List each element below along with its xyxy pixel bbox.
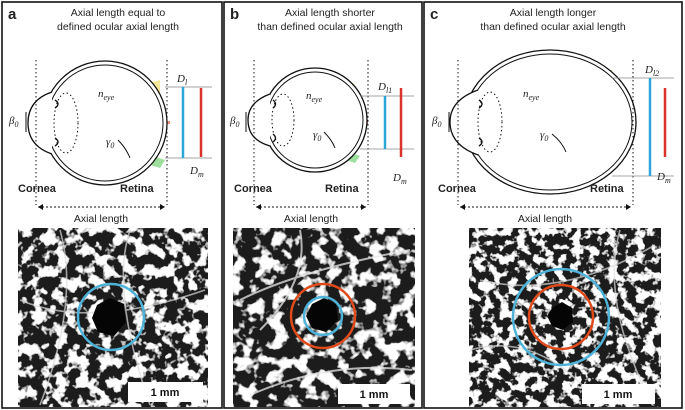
panel-a-lens xyxy=(53,92,79,154)
panel-a-cornea-bulge xyxy=(27,91,53,155)
panel-b-title-line1: Axial length shorter xyxy=(285,7,375,19)
panel-b-iris xyxy=(272,99,277,143)
panel-b-d-bottom: Dm xyxy=(392,172,407,186)
panel-c-gamma: γ0 xyxy=(540,129,548,143)
panel-c-gamma-arc xyxy=(551,133,567,153)
panel-a-gamma: γ0 xyxy=(106,136,114,150)
panel-b-cornea-bulge xyxy=(247,93,271,147)
panel-c-red-circle xyxy=(527,283,595,351)
panel-c-retina-label: Retina xyxy=(590,183,625,195)
panel-c-blue-circle xyxy=(511,267,611,367)
panel-b-n-eye: neye xyxy=(306,90,323,104)
panel-b-beta: β0 xyxy=(229,115,239,129)
panel-a-gamma-arc xyxy=(117,139,131,159)
panel-c-d-top: Dl2 xyxy=(644,64,659,78)
panel-b-gamma-arc xyxy=(323,131,336,149)
panel-a-eye-outer xyxy=(42,60,168,186)
panel-b-octa-image: 1 mm xyxy=(233,228,415,407)
panel-b-gamma: γ0 xyxy=(313,129,321,143)
panel-a-axial-label: Axial length xyxy=(74,213,128,225)
panel-b-scale-box xyxy=(338,384,410,404)
panel-a-scale-box xyxy=(128,382,203,402)
panel-b-retina-label: Retina xyxy=(325,183,360,195)
panel-a-retina-label: Retina xyxy=(120,183,155,195)
panel-b-lens xyxy=(271,93,295,147)
panel-a-cornea-label: Cornea xyxy=(18,183,57,195)
panel-a-d-top: Dl xyxy=(176,73,188,87)
panel-b-red-circle xyxy=(289,282,357,350)
panel-a-iris xyxy=(54,99,59,147)
panel-c-title-line1: Axial length longer xyxy=(510,7,597,19)
panel-c-iris xyxy=(478,99,483,147)
panel-a-n-eye: neye xyxy=(98,88,115,102)
panel-a-blue-circle xyxy=(76,282,146,352)
panel-c-n-eye: neye xyxy=(523,88,540,102)
panel-b-cornea-label: Cornea xyxy=(234,183,273,195)
panel-a-scale-bar: 1 mm xyxy=(151,387,180,399)
panel-c-frame xyxy=(423,1,683,409)
panel-c-title-line2: than defined ocular axial length xyxy=(480,21,626,33)
panel-b-frame xyxy=(223,1,423,409)
panel-b-eye-outer xyxy=(262,67,368,173)
panel-b-axial-label: Axial length xyxy=(284,213,338,225)
panel-a-title-line2: defined ocular axial length xyxy=(57,21,179,33)
panel-c-beta: β0 xyxy=(431,115,441,129)
panel-a: a Axial length equal to defined ocular a… xyxy=(1,1,223,409)
panel-a-title-line1: Axial length equal to xyxy=(71,7,166,19)
panel-c-scale-box xyxy=(582,384,655,404)
panel-a-frame xyxy=(1,1,223,409)
panel-a-octa-image: 1 mm xyxy=(18,228,208,407)
panel-b-blue-circle xyxy=(302,295,344,337)
panel-c-cornea-label: Cornea xyxy=(438,183,477,195)
panel-b-title-line2: than defined ocular axial length xyxy=(257,21,403,33)
panel-c-scale-bar: 1 mm xyxy=(604,389,633,401)
panel-b-letter: b xyxy=(230,6,239,23)
panel-b: b Axial length shorter than defined ocul… xyxy=(223,1,423,409)
panel-a-beta: β0 xyxy=(8,115,18,129)
panel-b-scale-bar: 1 mm xyxy=(360,389,389,401)
panel-c-axial-label: Axial length xyxy=(518,213,572,225)
panel-a-d-bottom: Dm xyxy=(189,165,204,179)
panel-c-octa-image: 1 mm xyxy=(469,228,661,407)
panel-c-lens xyxy=(477,91,503,153)
panel-a-letter: a xyxy=(8,6,17,23)
panel-c-eye-outer xyxy=(463,49,637,195)
panel-c: c Axial length longer than defined ocula… xyxy=(423,1,683,409)
panel-b-d-top: Dl1 xyxy=(377,81,392,95)
panel-a-axial-arrowheads xyxy=(38,204,165,210)
panel-c-d-bottom: Dm xyxy=(656,171,671,185)
panel-c-cornea-bulge xyxy=(449,89,479,156)
panel-c-letter: c xyxy=(430,6,438,23)
